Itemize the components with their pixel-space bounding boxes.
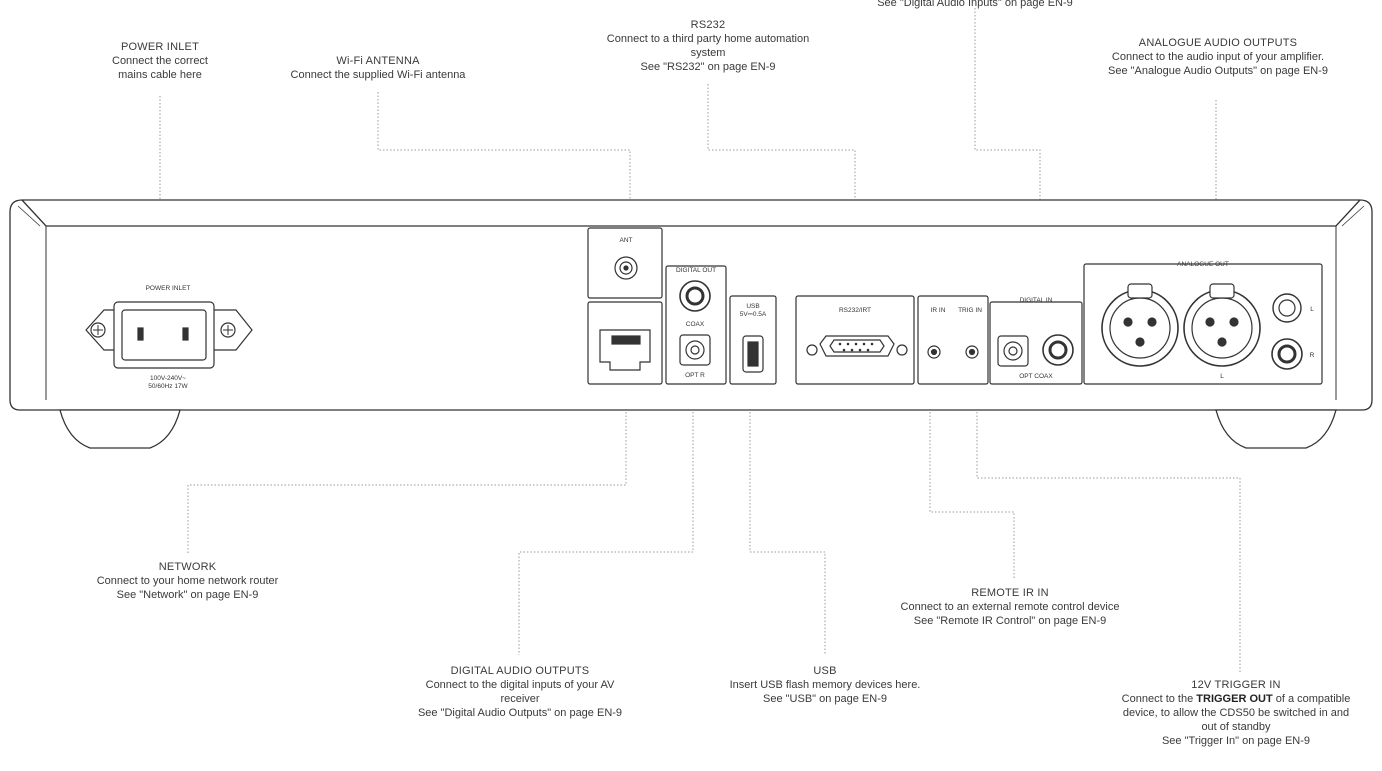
panel-l-label: L bbox=[1310, 306, 1314, 313]
antenna-module bbox=[587, 227, 663, 299]
callout-title: RS232 bbox=[690, 19, 726, 31]
panel-ant-label: ANT bbox=[620, 237, 633, 244]
rs232-module bbox=[795, 295, 915, 385]
leader-wifi bbox=[377, 92, 631, 212]
leader-network bbox=[187, 398, 627, 555]
callout-title: 12V TRIGGER IN bbox=[1191, 679, 1281, 691]
callout-digital-audio-outputs: DIGITAL AUDIO OUTPUTS Connect to the dig… bbox=[380, 664, 660, 720]
callout-network: NETWORK Connect to your home network rou… bbox=[55, 560, 320, 602]
callout-power-inlet: POWER INLET Connect the correct mains ca… bbox=[90, 40, 230, 82]
panel-power-label: POWER INLET bbox=[146, 285, 191, 292]
foot-right bbox=[1215, 409, 1337, 449]
callout-title: NETWORK bbox=[158, 561, 217, 573]
callout-digital-audio-inputs: See "Digital Audio Inputs" on page EN-9 bbox=[877, 0, 1073, 9]
panel-coax-label: COAX bbox=[686, 321, 705, 328]
trigger-out-bold: TRIGGER OUT bbox=[1196, 693, 1273, 705]
network-module bbox=[587, 301, 663, 385]
callout-usb: USB Insert USB flash memory devices here… bbox=[710, 664, 940, 706]
panel-trig-in-label: TRIG IN bbox=[958, 307, 982, 314]
panel-xlr-l-label: L bbox=[1220, 373, 1224, 380]
callout-trigger-in: 12V TRIGGER IN Connect to the TRIGGER OU… bbox=[1092, 678, 1380, 748]
callout-analogue-audio-outputs: ANALOGUE AUDIO OUTPUTS Connect to the au… bbox=[1068, 36, 1368, 78]
callout-title: REMOTE IR IN bbox=[971, 587, 1049, 599]
callout-title: Wi-Fi ANTENNA bbox=[336, 55, 420, 67]
leader-digital-out bbox=[518, 398, 694, 655]
usb-module bbox=[729, 295, 777, 385]
leader-rs232 bbox=[707, 84, 856, 288]
foot-left bbox=[59, 409, 181, 449]
panel-digital-out-label: DIGITAL OUT bbox=[676, 267, 716, 274]
panel-opt-coax-label: OPT COAX bbox=[1019, 373, 1053, 380]
panel-analogue-out-label: ANALOGUE OUT bbox=[1177, 261, 1229, 268]
power-inlet-port bbox=[85, 301, 253, 369]
callout-rs232: RS232 Connect to a third party home auto… bbox=[565, 18, 851, 74]
callout-title: ANALOGUE AUDIO OUTPUTS bbox=[1138, 37, 1298, 49]
panel-labels: POWER INLET 100V-240V~ 50/60Hz 17W ANT D… bbox=[146, 237, 1315, 390]
digital-in-module bbox=[989, 301, 1083, 385]
ir-trig-module bbox=[917, 295, 989, 385]
callout-title: DIGITAL AUDIO OUTPUTS bbox=[450, 665, 590, 677]
panel-r-label: R bbox=[1310, 352, 1315, 359]
analogue-out-module bbox=[1083, 263, 1323, 385]
panel-power-spec-2: 50/60Hz 17W bbox=[148, 383, 188, 390]
panel-optr-label: OPT R bbox=[685, 372, 705, 379]
leader-trig bbox=[976, 398, 1241, 672]
panel-rs232-label: RS232/IRT bbox=[839, 307, 871, 314]
callout-wifi-antenna: Wi-Fi ANTENNA Connect the supplied Wi-Fi… bbox=[258, 54, 498, 82]
callout-title: USB bbox=[813, 665, 837, 677]
panel-digital-in-label: DIGITAL IN bbox=[1020, 297, 1053, 304]
callout-title: POWER INLET bbox=[121, 41, 199, 53]
panel-usb-label-2: 5V⎓0.5A bbox=[740, 311, 767, 318]
panel-ir-in-label: IR IN bbox=[931, 307, 946, 314]
callout-remote-ir-in: REMOTE IR IN Connect to an external remo… bbox=[855, 586, 1165, 628]
panel-power-spec-1: 100V-240V~ bbox=[150, 375, 186, 382]
leader-ir bbox=[929, 398, 1015, 580]
panel-usb-label-1: USB bbox=[746, 303, 759, 310]
leader-usb bbox=[749, 398, 826, 655]
digital-out-module bbox=[665, 265, 727, 385]
